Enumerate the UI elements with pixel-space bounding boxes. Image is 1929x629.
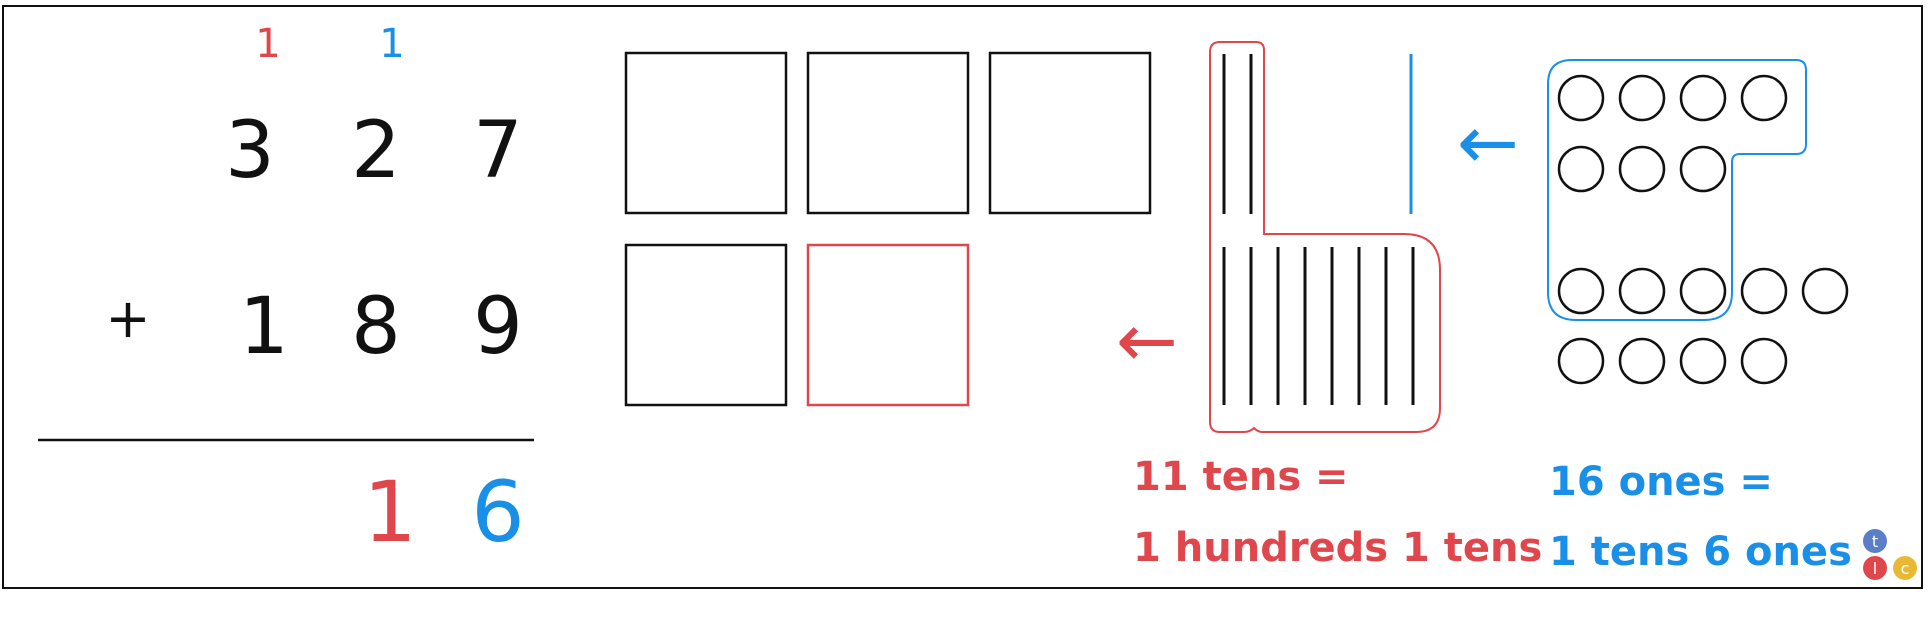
answer-tens-digit: 1 — [363, 463, 417, 561]
tens-regroup-line2: 1 hundreds 1 tens — [1133, 525, 1543, 571]
bottom-ones-digit: 9 — [473, 282, 523, 372]
tens-rods — [1222, 54, 1415, 405]
ones-circle — [1740, 267, 1788, 315]
logo-c-letter: c — [1901, 559, 1910, 578]
ones-circle — [1740, 74, 1788, 122]
plus-operator: + — [105, 287, 151, 350]
ones-circle — [1679, 337, 1727, 385]
bottom-tens-digit: 8 — [351, 282, 401, 372]
ones-circles — [1557, 74, 1849, 385]
answer-ones-digit: 6 — [471, 463, 525, 561]
hundreds-squares — [624, 51, 1152, 407]
ones-regroup-line2: 1 tens 6 ones — [1549, 529, 1852, 575]
ones-circle — [1618, 337, 1666, 385]
ones-arrow-icon: ← — [1457, 100, 1520, 186]
ones-circle — [1557, 267, 1605, 315]
ones-circle — [1679, 74, 1727, 122]
ones-circle — [1801, 267, 1849, 315]
tens-regroup-line1: 11 tens = — [1133, 454, 1349, 500]
carry-tens-digit: 1 — [255, 21, 281, 67]
tens-regroup-outline — [1209, 41, 1441, 433]
bottom-hundreds-digit: 1 — [239, 282, 289, 372]
ones-regroup-line1: 16 ones = — [1549, 459, 1773, 505]
ones-circle — [1618, 145, 1666, 193]
top-hundreds-digit: 3 — [225, 106, 275, 196]
hundreds-square — [806, 51, 970, 215]
tens-arrow-icon: ← — [1116, 298, 1179, 384]
top-tens-digit: 2 — [351, 106, 401, 196]
top-ones-digit: 7 — [473, 106, 523, 196]
ones-circle — [1618, 74, 1666, 122]
carry-ones-digit: 1 — [379, 21, 405, 67]
logo-t-letter: t — [1872, 532, 1878, 551]
logo-l-dot — [1863, 556, 1887, 580]
logo-c-dot — [1893, 556, 1917, 580]
hundreds-square — [988, 51, 1152, 215]
ones-circle — [1557, 74, 1605, 122]
hundreds-square-new — [806, 243, 970, 407]
tlc-logo: t l c — [1863, 529, 1917, 580]
ones-circle — [1679, 267, 1727, 315]
hundreds-square — [624, 243, 788, 407]
logo-t-dot — [1863, 529, 1887, 553]
diagram-frame — [2, 5, 1923, 589]
ones-circle — [1740, 337, 1788, 385]
ones-circle — [1618, 267, 1666, 315]
ones-regroup-outline — [1547, 59, 1807, 321]
logo-l-letter: l — [1873, 559, 1877, 578]
ones-circle — [1557, 145, 1605, 193]
hundreds-square — [624, 51, 788, 215]
ones-circle — [1557, 337, 1605, 385]
ones-circle — [1679, 145, 1727, 193]
